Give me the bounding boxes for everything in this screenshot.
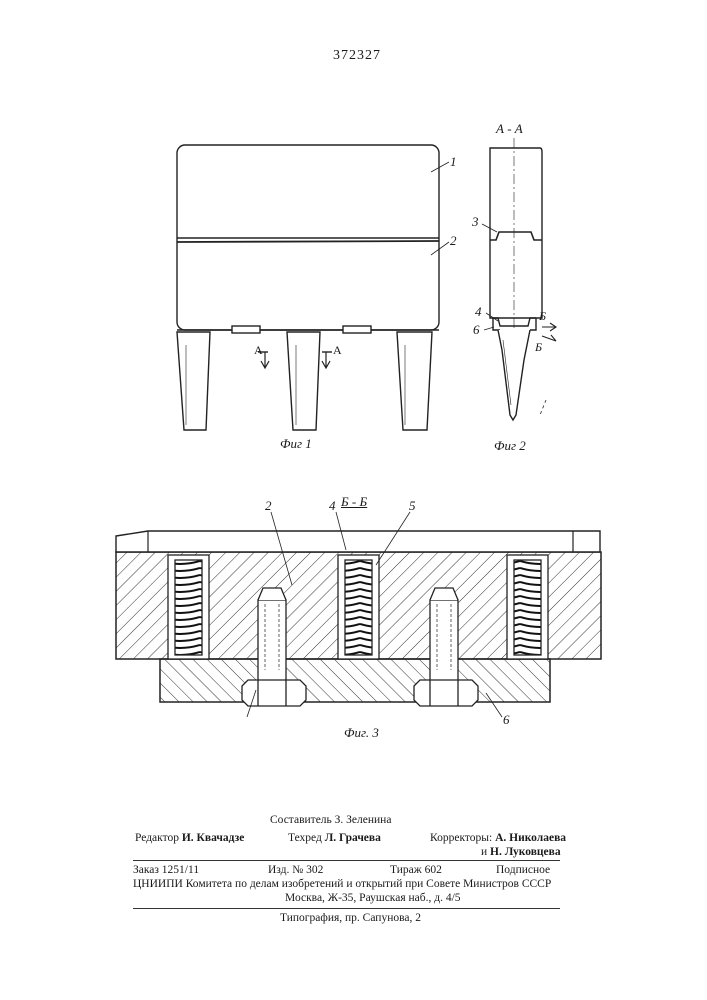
fig3-label-2: 2 bbox=[265, 498, 272, 514]
footer-order: Заказ 1251/11 bbox=[133, 864, 199, 876]
fig2-section-b-top: Б bbox=[539, 309, 546, 324]
footer-correctors: Корректоры: А. Николаева bbox=[430, 832, 566, 844]
figure-3 bbox=[116, 512, 601, 717]
footer-subscription: Подписное bbox=[496, 864, 550, 876]
footer-corrector-1: А. Николаева bbox=[495, 832, 566, 844]
footer-corrector-2: Н. Луковцева bbox=[490, 846, 561, 858]
fig1-label-1: 1 bbox=[450, 154, 457, 170]
fig2-caption: Фиг 2 bbox=[494, 438, 526, 454]
footer-corrector-2-prefix: и bbox=[481, 846, 487, 858]
fig3-label-4: 4 bbox=[329, 498, 336, 514]
fig2-label-6: 6 bbox=[473, 322, 480, 338]
footer-circulation: Тираж 602 bbox=[390, 864, 442, 876]
fig3-section-title: Б - Б bbox=[341, 494, 367, 510]
footer-edition: Изд. № 302 bbox=[268, 864, 323, 876]
footer-techred-name: Л. Грачева bbox=[325, 832, 381, 844]
footer-editor-label: Редактор bbox=[135, 832, 179, 844]
fig2-section-b-bottom: Б bbox=[535, 340, 542, 355]
footer-compiler: Составитель З. Зеленина bbox=[270, 814, 391, 826]
footer-techred-label: Техред bbox=[288, 832, 322, 844]
footer-corrector-2-line: и Н. Луковцева bbox=[481, 846, 561, 858]
fig3-caption: Фиг. 3 bbox=[344, 725, 379, 741]
fig3-label-6: 6 bbox=[503, 712, 510, 728]
fig3-label-5: 5 bbox=[409, 498, 416, 514]
footer-divider-2 bbox=[133, 908, 560, 909]
figure-2 bbox=[482, 138, 556, 420]
figure-1 bbox=[177, 145, 449, 430]
footer-techred: Техред Л. Грачева bbox=[288, 832, 381, 844]
footer-editor: Редактор И. Квачадзе bbox=[135, 832, 244, 844]
footer-org-line1: ЦНИИПИ Комитета по делам изобретений и о… bbox=[133, 878, 551, 890]
fig2-label-4: 4 bbox=[475, 304, 482, 320]
footer-org-line2: Москва, Ж-35, Раушская наб., д. 4/5 bbox=[285, 892, 461, 904]
fig1-label-2: 2 bbox=[450, 233, 457, 249]
footer-correctors-label: Корректоры: bbox=[430, 832, 492, 844]
footer-printer: Типография, пр. Сапунова, 2 bbox=[280, 912, 421, 924]
fig2-section-title: А - А bbox=[496, 121, 523, 137]
footer-editor-name: И. Квачадзе bbox=[182, 832, 244, 844]
footer-divider bbox=[133, 860, 560, 861]
fig1-caption: Фиг 1 bbox=[280, 436, 312, 452]
fig1-section-a-left: A bbox=[254, 343, 263, 358]
fig2-label-3: 3 bbox=[472, 214, 479, 230]
fig1-section-a-right: A bbox=[333, 343, 342, 358]
